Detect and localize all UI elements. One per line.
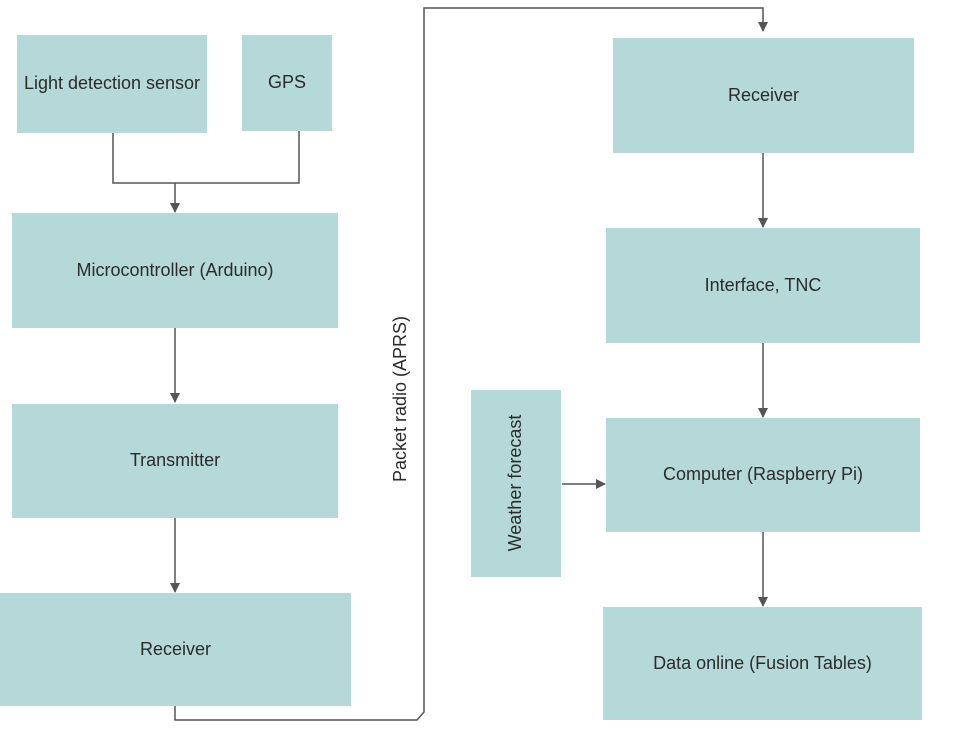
node-data-online: Data online (Fusion Tables) (603, 607, 922, 720)
node-transmitter: Transmitter (12, 404, 338, 518)
weather-forecast-label: Weather forecast (505, 414, 526, 552)
node-light-sensor: Light detection sensor (17, 35, 207, 133)
node-microcontroller: Microcontroller (Arduino) (12, 213, 338, 328)
node-receiver-right: Receiver (613, 38, 914, 153)
packet-radio-label: Packet radio (APRS) (389, 315, 410, 483)
node-gps: GPS (242, 35, 332, 131)
connector-sensor-to-microcontroller (112, 133, 175, 184)
node-receiver-left: Receiver (0, 593, 351, 706)
node-interface-tnc: Interface, TNC (606, 228, 920, 343)
node-computer: Computer (Raspberry Pi) (606, 418, 920, 532)
packet-radio-link (174, 7, 768, 721)
node-weather-forecast: Weather forecast (471, 390, 561, 577)
connector-gps-to-microcontroller (175, 131, 300, 184)
